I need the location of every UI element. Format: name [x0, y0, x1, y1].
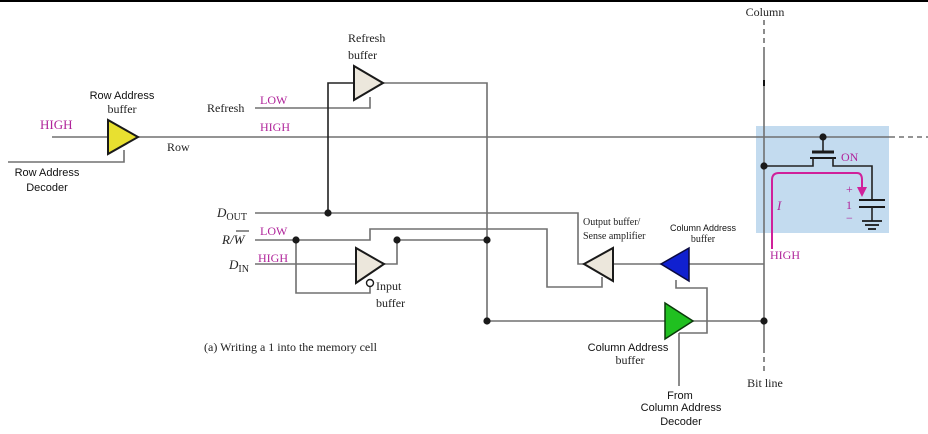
d-in-label: DIN — [228, 257, 249, 275]
row-address-decoder-label-1: Row Address — [15, 167, 80, 179]
row-input-signal: HIGH — [40, 117, 73, 132]
ground-icon — [862, 220, 882, 230]
column-address-buffer-bottom-label-2: buffer — [615, 353, 644, 367]
transistor-on-label: ON — [841, 150, 859, 164]
row-address-buffer-label-1: Row Address — [90, 90, 155, 102]
input-enable-wire — [295, 240, 371, 294]
input-buffer-inverter-bubble — [365, 278, 375, 288]
junction-cell-drain — [760, 162, 768, 170]
row-address-decoder-label-2: Decoder — [26, 182, 68, 194]
column-address-buffer-top-label-2: buffer — [691, 234, 716, 245]
refresh-buffer-label-2: buffer — [348, 48, 377, 62]
r-w-wire — [255, 228, 603, 288]
row-decoder-wire — [8, 150, 125, 163]
capacitor-plus: + — [846, 182, 853, 196]
input-buffer-label-2: buffer — [376, 296, 405, 310]
refresh-control-wire — [255, 97, 371, 109]
d-out-wire — [255, 212, 584, 265]
column-address-buffer-write-icon — [664, 301, 695, 341]
column-enable-wire — [675, 280, 708, 334]
from-column-decoder-label-1: From — [667, 390, 693, 402]
from-column-decoder-label-3: Decoder — [660, 416, 702, 428]
top-border — [0, 0, 928, 2]
r-w-signal: LOW — [260, 224, 288, 238]
junction-rw — [292, 236, 300, 244]
from-column-decoder-label-2: Column Address — [641, 402, 722, 414]
output-buffer-label-1: Output buffer/ — [583, 217, 641, 228]
bit-line-signal: HIGH — [770, 248, 800, 262]
junction-write-path — [483, 317, 491, 325]
column-label: Column — [746, 5, 785, 19]
refresh-label: Refresh — [207, 101, 244, 115]
d-in-signal: HIGH — [258, 251, 288, 265]
refresh-buffer-label-1: Refresh — [348, 31, 385, 45]
junction-gate — [819, 133, 827, 141]
junction-data-bus — [483, 236, 491, 244]
row-address-buffer-label-2: buffer — [107, 102, 136, 116]
refresh-input-wire — [327, 82, 354, 213]
row-address-buffer-icon — [107, 118, 141, 156]
input-buffer-output-wire — [384, 239, 487, 265]
capacitor-value: 1 — [846, 198, 852, 212]
current-label: I — [776, 198, 782, 213]
bit-line-label: Bit line — [747, 376, 783, 390]
output-buffer-label-2: Sense amplifier — [583, 231, 646, 242]
column-address-buffer-top-label-1: Column Address — [670, 223, 737, 233]
input-buffer-label-1: Input — [376, 279, 402, 293]
capacitor-minus: − — [846, 211, 853, 225]
figure-caption: (a) Writing a 1 into the memory cell — [204, 340, 378, 354]
source-wire — [832, 158, 873, 200]
current-arrowhead-icon — [857, 187, 867, 197]
refresh-buffer-icon — [353, 64, 385, 102]
junction-dout — [324, 209, 332, 217]
row-label: Row — [167, 140, 190, 154]
junction-bit-write — [760, 317, 768, 325]
output-buffer-icon — [581, 246, 614, 283]
junction-input-out — [393, 236, 401, 244]
column-address-buffer-read-icon — [659, 246, 690, 283]
input-buffer-icon — [355, 246, 386, 285]
d-out-label: DOUT — [216, 205, 247, 223]
refresh-signal: LOW — [260, 93, 288, 107]
row-line-signal: HIGH — [260, 120, 290, 134]
column-address-buffer-bottom-label-1: Column Address — [588, 342, 669, 354]
drain-wire — [764, 158, 814, 167]
r-w-label: R/W — [221, 232, 246, 247]
current-path — [771, 172, 863, 249]
